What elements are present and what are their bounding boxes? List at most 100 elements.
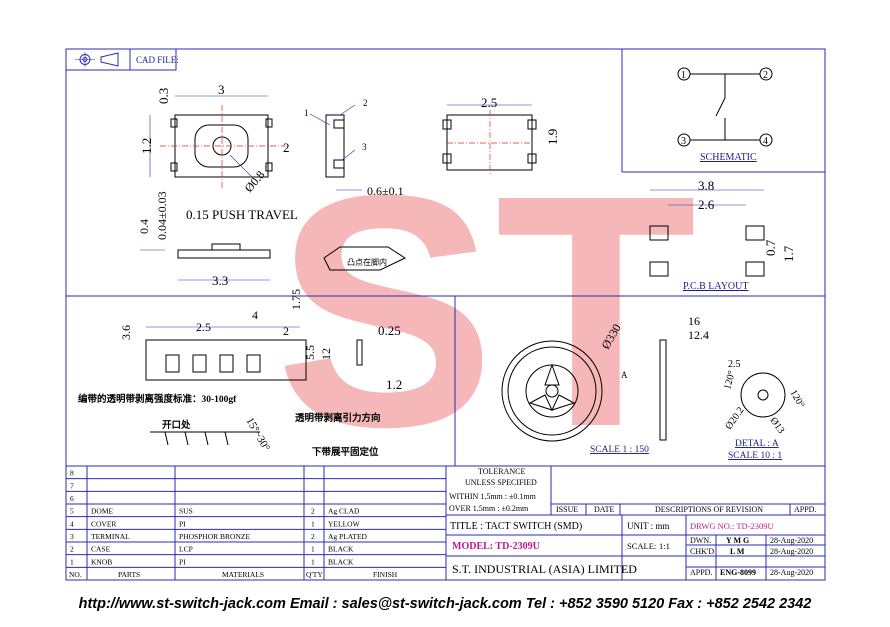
- title-block: TOLERANCE UNLESS SPECIFIED WITHIN 1.5mm …: [445, 465, 826, 581]
- rev-appd: APPD.: [794, 505, 816, 514]
- bom-cell-part: CASE: [91, 545, 111, 554]
- tape-d3: 4: [252, 308, 258, 322]
- detail-angle2: 120°: [787, 388, 806, 410]
- bom-cell-no: 2: [70, 545, 74, 554]
- pcb-h2: 1.7: [781, 245, 796, 262]
- tape-d4: 2: [283, 324, 289, 338]
- peel-direction: 透明带剥离引力方向: [295, 412, 381, 424]
- dim-top-width: 3: [218, 82, 225, 97]
- tolerance-subtitle: UNLESS SPECIFIED: [465, 478, 537, 487]
- peel-strength: 编带的透明带剥离强度标准：30-100gf: [78, 393, 237, 405]
- rev-desc: DESCRIPTIONS OF REVISION: [655, 505, 763, 514]
- chk-label: CHK'D: [690, 547, 714, 556]
- bom-cell-no: 5: [70, 507, 74, 516]
- pin-2: 2: [763, 70, 768, 81]
- dim-terminal: 0.6±0.1: [367, 184, 404, 198]
- dim-bottom-width: 3.3: [212, 273, 228, 288]
- footer-contact: http://www.st-switch-jack.com Email : sa…: [78, 596, 812, 612]
- side-view: 1 2 3 0.6±0.1: [304, 98, 404, 198]
- pin-3: 3: [681, 136, 686, 147]
- tape-d7: 12: [319, 348, 333, 360]
- dim-top-height: 2: [283, 140, 290, 155]
- dwn-value: Y M G: [726, 536, 749, 545]
- chk-date: 28-Aug-2020: [770, 547, 813, 556]
- tolerance-within: WITHIN 1.5mm : ±0.1mm: [449, 492, 537, 501]
- bom-cell-material: PI: [179, 519, 186, 528]
- bom-header-part: PARTS: [118, 570, 140, 579]
- bom-cell-qty: 2: [311, 507, 315, 516]
- pcb-w1: 3.8: [698, 178, 714, 193]
- dim-right-height: 1.9: [545, 129, 560, 145]
- dwn-label: DWN.: [690, 536, 711, 545]
- appd-value: ENG-8099: [720, 568, 756, 577]
- tape-pocket-detail: 凸点在脚内: [323, 246, 407, 271]
- bom-cell-finish: BLACK: [328, 545, 354, 554]
- bom-cell-part: TERMINAL: [91, 532, 130, 541]
- bom-cell-part: DOME: [91, 507, 114, 516]
- bom-header-qty: Q'TY: [306, 570, 323, 579]
- reel-scale: SCALE 1 : 150: [590, 445, 649, 455]
- tolerance-over: OVER 1.5mm : ±0.2mm: [449, 504, 529, 513]
- cad-file-label: CAD FILE:: [136, 55, 179, 65]
- dim-top-side: 1.2: [139, 138, 154, 154]
- schematic-title: SCHEMATIC: [700, 152, 757, 163]
- company-name: S.T. INDUSTRIAL (ASIA) LIMITED: [452, 562, 637, 576]
- title-text: TITLE : TACT SWITCH (SMD): [450, 521, 582, 532]
- tape-drawing: 3.6 2.5 4 2 1.75 5.5 12 0.25 1.2 编带的透明带剥…: [78, 289, 402, 458]
- rev-issue: ISSUE: [556, 505, 578, 514]
- bom-header-material: MATERIALS: [222, 570, 264, 579]
- schematic: 1 2 3 4 SCHEMATIC: [677, 67, 773, 163]
- side-profile: 3.3 0.4 0.04±0.03 0.15 PUSH TRAVEL: [137, 191, 298, 288]
- opening-label: 开口处: [162, 419, 191, 431]
- bom-cell-qty: 2: [311, 532, 315, 541]
- projection-cone-icon: [100, 52, 119, 67]
- detail-scale: SCALE 10 : 1: [728, 451, 782, 461]
- watermark-text: ST: [275, 126, 697, 495]
- pcb-layout: 3.8 2.6 0.7 1.7 P.C.B LAYOUT: [649, 178, 796, 292]
- bom-cell-no: 4: [70, 519, 74, 528]
- bom-cell-no: 3: [70, 532, 74, 541]
- tape-d9: 1.2: [386, 377, 402, 392]
- dim-dia-button: Ø0.8: [242, 168, 268, 195]
- appd-date: 28-Aug-2020: [770, 568, 813, 577]
- top-view: 3 0.3 1.2 2 Ø0.8: [139, 82, 290, 195]
- appd-label: APPD.: [690, 568, 712, 577]
- chk-value: L M: [730, 547, 745, 556]
- tolerance-title: TOLERANCE: [478, 467, 526, 476]
- dwn-date: 28-Aug-2020: [770, 536, 813, 545]
- bom-cell-finish: YELLOW: [328, 519, 361, 528]
- unit-label: UNIT : mm: [627, 521, 669, 531]
- pcb-h1: 0.7: [763, 239, 778, 256]
- dim-side-b: 0.04±0.03: [155, 191, 169, 240]
- bom-cell-no: 1: [70, 557, 74, 566]
- detail-angle1: 120°: [722, 370, 738, 391]
- reel-outer: [501, 340, 603, 442]
- tape-d8: 0.25: [378, 323, 401, 338]
- reel-point: A: [621, 370, 628, 380]
- bom-cell-part: KNOB: [91, 557, 112, 566]
- bom-cell-material: PI: [179, 557, 186, 566]
- callout-1: 1: [304, 108, 309, 118]
- pin-4: 4: [763, 136, 768, 147]
- scale-label: SCALE:: [627, 541, 656, 551]
- bom-cell-finish: BLACK: [328, 557, 354, 566]
- reel-w2: 12.4: [688, 328, 709, 342]
- bom-cell-material: SUS: [179, 507, 193, 516]
- bom-header-no: NO.: [69, 570, 82, 579]
- scale-value: 1:1: [659, 541, 670, 551]
- bom-cell-finish: Ag CLAD: [328, 507, 360, 516]
- fix-note: 下带展平固定位: [312, 446, 379, 458]
- bom-cell-qty: 1: [311, 545, 315, 554]
- pin-1: 1: [681, 70, 686, 81]
- dim-top-left: 0.3: [156, 88, 171, 104]
- push-travel: 0.15 PUSH TRAVEL: [186, 207, 298, 222]
- tape-d1: 3.6: [119, 325, 133, 340]
- pcb-w2: 2.6: [698, 197, 715, 212]
- callout-3: 3: [362, 142, 367, 152]
- bom-cell-qty: 1: [311, 557, 315, 566]
- reel-w1: 16: [688, 314, 700, 328]
- bom-cell-qty: 1: [311, 519, 315, 528]
- bom-cell-no: 6: [70, 494, 74, 503]
- cad-file-strip: CAD FILE:: [65, 48, 179, 71]
- detail-hub-dia: Ø20.2: [723, 405, 746, 432]
